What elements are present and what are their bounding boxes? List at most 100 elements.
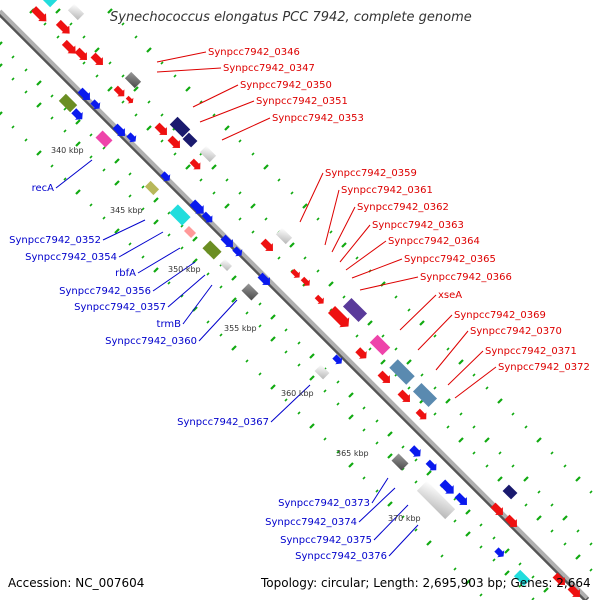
gene-feature[interactable]: [124, 94, 135, 105]
gene-feature[interactable]: [551, 571, 569, 589]
gene-feature[interactable]: [327, 305, 354, 332]
label-leader: [417, 314, 453, 351]
gene-feature[interactable]: [125, 131, 139, 145]
forward-gene-label[interactable]: Synpcc7942_0353: [272, 113, 364, 124]
gene-feature[interactable]: [58, 93, 78, 113]
gene-feature[interactable]: [389, 359, 415, 385]
reverse-gene-label[interactable]: Synpcc7942_0373: [278, 498, 370, 509]
gene-feature[interactable]: [70, 107, 86, 123]
gene-feature[interactable]: [259, 237, 277, 255]
gene-feature[interactable]: [331, 353, 345, 367]
gene-feature[interactable]: [144, 180, 160, 196]
gene-feature[interactable]: [275, 227, 293, 245]
gene-feature[interactable]: [566, 583, 584, 600]
gene-feature[interactable]: [54, 18, 73, 37]
track-tick: [401, 515, 405, 519]
reverse-gene-label[interactable]: Synpcc7942_0374: [265, 517, 357, 528]
gene-feature[interactable]: [369, 334, 391, 356]
gene-feature[interactable]: [111, 122, 129, 140]
gene-feature[interactable]: [396, 388, 414, 406]
gene-feature[interactable]: [182, 132, 198, 148]
gene-feature[interactable]: [299, 275, 312, 288]
gene-feature[interactable]: [256, 271, 274, 289]
gene-feature[interactable]: [200, 210, 216, 226]
forward-gene-label[interactable]: Synpcc7942_0365: [404, 254, 496, 265]
gene-feature[interactable]: [76, 86, 94, 104]
gene-feature[interactable]: [493, 546, 507, 560]
gene-feature[interactable]: [89, 51, 107, 69]
gene-feature[interactable]: [313, 293, 326, 306]
reverse-gene-label[interactable]: Synpcc7942_0354: [25, 252, 117, 263]
gene-feature[interactable]: [95, 130, 113, 148]
gene-feature[interactable]: [112, 84, 128, 100]
track-tick: [589, 490, 593, 494]
forward-gene-label[interactable]: Synpcc7942_0361: [341, 185, 433, 196]
gene-feature[interactable]: [169, 204, 191, 226]
gene-feature[interactable]: [354, 346, 370, 362]
gene-feature[interactable]: [414, 407, 430, 423]
gene-feature[interactable]: [183, 225, 197, 239]
gene-feature[interactable]: [219, 258, 233, 272]
gene-feature[interactable]: [219, 233, 237, 251]
gene-feature[interactable]: [289, 267, 302, 280]
gene-feature[interactable]: [503, 513, 521, 531]
gene-feature[interactable]: [424, 458, 440, 474]
reverse-gene-label[interactable]: Synpcc7942_0367: [177, 417, 269, 428]
reverse-gene-label[interactable]: Synpcc7942_0357: [74, 302, 166, 313]
forward-gene-label[interactable]: Synpcc7942_0364: [388, 236, 480, 247]
reverse-gene-label[interactable]: Synpcc7942_0352: [9, 235, 101, 246]
forward-gene-label[interactable]: Synpcc7942_0371: [485, 346, 577, 357]
gene-feature[interactable]: [67, 3, 85, 21]
forward-gene-label[interactable]: xseA: [438, 290, 462, 301]
forward-gene-label[interactable]: Synpcc7942_0347: [223, 63, 315, 74]
forward-gene-label[interactable]: Synpcc7942_0369: [454, 310, 546, 321]
gene-feature[interactable]: [489, 501, 507, 519]
gene-feature[interactable]: [314, 364, 330, 380]
gene-feature[interactable]: [502, 484, 518, 500]
forward-gene-label[interactable]: Synpcc7942_0363: [372, 220, 464, 231]
reverse-gene-label[interactable]: trmB: [157, 319, 182, 330]
reverse-gene-label[interactable]: Synpcc7942_0376: [295, 551, 387, 562]
gene-feature[interactable]: [153, 121, 171, 139]
gene-feature[interactable]: [513, 569, 531, 587]
gene-feature[interactable]: [453, 491, 471, 509]
forward-gene-label[interactable]: Synpcc7942_0370: [470, 326, 562, 337]
gene-feature[interactable]: [342, 297, 368, 323]
gene-feature[interactable]: [188, 157, 204, 173]
gene-feature[interactable]: [376, 369, 394, 387]
gene-feature[interactable]: [60, 38, 79, 57]
track-tick: [375, 441, 379, 445]
gene-feature[interactable]: [231, 245, 245, 259]
gene-feature[interactable]: [159, 170, 173, 184]
gene-feature[interactable]: [202, 240, 222, 260]
gene-feature[interactable]: [412, 382, 438, 408]
gene-feature[interactable]: [241, 283, 259, 301]
label-leader: [388, 524, 419, 557]
gene-feature[interactable]: [416, 480, 456, 520]
forward-gene-label[interactable]: Synpcc7942_0351: [256, 96, 348, 107]
gene-feature[interactable]: [188, 198, 208, 218]
reverse-gene-label[interactable]: rbfA: [115, 268, 136, 279]
gene-feature[interactable]: [169, 116, 191, 138]
gene-feature[interactable]: [30, 5, 51, 26]
summary-text: Topology: circular; Length: 2,695,903 bp…: [260, 576, 591, 590]
reverse-gene-label[interactable]: Synpcc7942_0360: [105, 336, 197, 347]
gene-feature[interactable]: [391, 453, 409, 471]
gene-feature[interactable]: [408, 444, 424, 460]
forward-gene-label[interactable]: Synpcc7942_0350: [240, 80, 332, 91]
gene-feature[interactable]: [89, 98, 103, 112]
forward-gene-label[interactable]: Synpcc7942_0359: [325, 168, 417, 179]
forward-gene-label[interactable]: Synpcc7942_0362: [357, 202, 449, 213]
forward-gene-label[interactable]: Synpcc7942_0346: [208, 47, 300, 58]
gene-feature[interactable]: [124, 71, 142, 89]
gene-feature[interactable]: [199, 145, 217, 163]
reverse-gene-label[interactable]: recA: [32, 183, 55, 194]
forward-gene-label[interactable]: Synpcc7942_0366: [420, 272, 512, 283]
gene-feature[interactable]: [166, 134, 184, 152]
gene-feature[interactable]: [73, 46, 91, 64]
gene-feature[interactable]: [438, 478, 458, 498]
gene-feature[interactable]: [38, 0, 58, 8]
reverse-gene-label[interactable]: Synpcc7942_0375: [280, 535, 372, 546]
reverse-gene-label[interactable]: Synpcc7942_0356: [59, 286, 151, 297]
forward-gene-label[interactable]: Synpcc7942_0372: [498, 362, 590, 373]
